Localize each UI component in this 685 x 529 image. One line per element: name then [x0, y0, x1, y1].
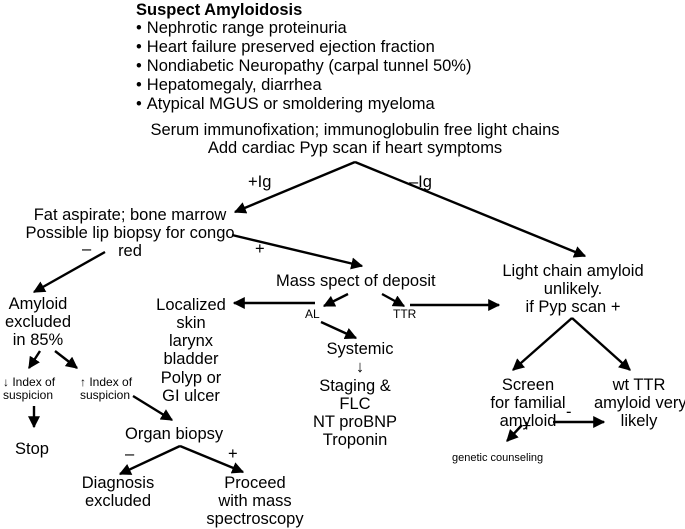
arrow-lightchain-to-screen: [512, 317, 573, 371]
node-index-low: ↓ Index of suspicion: [3, 375, 56, 403]
node-serum: Serum immunofixation; immunoglobulin fre…: [90, 121, 620, 157]
node-mass-spect: Mass spect of deposit: [276, 272, 436, 290]
node-localized: Localized skin larynx bladder Polyp or G…: [146, 296, 236, 405]
arrow-amyloid-to-highindex: [54, 350, 78, 369]
node-fat-aspirate: Fat aspirate; bone marrow Possible lip b…: [10, 206, 250, 260]
arrow-fat-to-mass-spect: [231, 233, 364, 270]
criteria-list: Nephrotic range proteinuria Heart failur…: [136, 19, 472, 114]
arrow-ms-to-al: [322, 292, 349, 308]
criteria-item: Atypical MGUS or smoldering myeloma: [136, 95, 471, 114]
label-ttr: TTR: [393, 307, 417, 321]
arrow-lightchain-to-wttr: [571, 317, 631, 371]
node-screen-line: amyloid: [499, 412, 557, 431]
arrow-serum-to-fat: [233, 160, 356, 214]
arrow-screen-to-genetic: [506, 424, 523, 442]
criteria-item: Hepatomegaly, diarrhea: [136, 76, 471, 95]
node-proceed: Proceed with mass spectroscopy: [195, 474, 315, 528]
label-screen-plus: +: [522, 418, 532, 435]
label-biopsy-plus: +: [228, 445, 238, 463]
node-diagnosis-line: excluded: [84, 492, 152, 511]
node-index-low-line: suspicion: [3, 388, 54, 403]
node-screen: Screen for familial amyloid: [478, 376, 578, 430]
node-screen-line: Screen: [501, 376, 555, 394]
arrow-al-to-systemic: [320, 320, 358, 340]
node-organ-biopsy: Organ biopsy: [125, 425, 224, 443]
node-fat-line: red: [118, 242, 142, 261]
arrow-fat-to-amyloid-excluded: [32, 250, 106, 294]
criteria-item: Heart failure preserved ejection fractio…: [136, 38, 471, 57]
node-serum-line: Add cardiac Pyp scan if heart symptoms: [207, 139, 503, 158]
node-genetic-counseling: genetic counseling: [452, 452, 544, 464]
label-fat-plus: +: [255, 240, 265, 258]
node-proceed-line: spectroscopy: [206, 510, 304, 529]
label-biopsy-minus: –: [125, 445, 135, 463]
criteria-item: Nondiabetic Neuropathy (carpal tunnel 50…: [136, 57, 472, 76]
node-localized-line: larynx: [168, 332, 213, 351]
arrow-highindex-to-organ-biopsy: [132, 394, 174, 422]
node-lightchain-line: if Pyp scan +: [525, 298, 621, 317]
node-staging-line: Staging &: [319, 377, 391, 395]
node-light-chain: Light chain amyloid unlikely. if Pyp sca…: [490, 262, 656, 316]
node-systemic-line: ↓: [355, 358, 365, 377]
node-systemic: Systemic ↓: [315, 340, 405, 376]
arrow-biopsy-to-proceed: [179, 444, 245, 474]
node-amyloid-line: Amyloid: [8, 295, 68, 313]
node-fat-line: Fat aspirate; bone marrow: [33, 206, 227, 224]
node-localized-line: skin: [176, 314, 206, 333]
node-serum-line: Serum immunofixation; immunoglobulin fre…: [150, 121, 560, 139]
node-wttr-line: amyloid very: [594, 394, 685, 413]
node-amyloid-excluded: Amyloid excluded in 85%: [0, 295, 76, 349]
node-lightchain-line: Light chain amyloid: [502, 262, 644, 280]
node-diagnosis-line: Diagnosis: [81, 474, 155, 492]
label-screen-minus: -: [566, 403, 572, 421]
node-localized-line: Polyp or: [160, 368, 222, 387]
label-fat-minus: –: [82, 240, 92, 258]
node-stop: Stop: [15, 440, 49, 458]
arrow-serum-to-lightchain: [354, 160, 587, 258]
label-al: AL: [305, 307, 320, 321]
node-staging-line: FLC: [339, 395, 371, 414]
node-staging-line: NT proBNP: [312, 413, 398, 432]
node-staging-line: Troponin: [322, 431, 388, 450]
node-index-high-line: suspicion: [80, 388, 131, 403]
criteria-item: Nephrotic range proteinuria: [136, 19, 471, 38]
arrow-ms-to-ttr: [381, 292, 406, 308]
node-index-low-line: ↓ Index of: [3, 375, 56, 389]
label-plus-ig: +Ig: [248, 173, 272, 191]
node-index-high-line: ↑ Index of: [80, 375, 133, 389]
node-diagnosis-excluded: Diagnosis excluded: [68, 474, 168, 510]
node-proceed-line: Proceed: [224, 474, 286, 492]
diagram-title: Suspect Amyloidosis: [136, 1, 303, 19]
node-staging: Staging & FLC NT proBNP Troponin: [299, 377, 411, 450]
node-proceed-line: with mass: [218, 492, 292, 511]
node-index-high: ↑ Index of suspicion: [80, 375, 133, 403]
label-minus-ig: –Ig: [409, 173, 432, 191]
node-amyloid-line: in 85%: [12, 331, 64, 350]
node-fat-line: Possible lip biopsy for congo: [25, 224, 235, 243]
node-amyloid-line: excluded: [4, 313, 72, 332]
arrow-biopsy-to-diagnosis-excluded: [118, 444, 181, 476]
node-lightchain-line: unlikely.: [543, 280, 603, 299]
node-wttr-line: likely: [620, 412, 658, 431]
node-wt-ttr: wt TTR amyloid very likely: [594, 376, 685, 431]
node-localized-line: Localized: [156, 296, 226, 314]
arrow-amyloid-to-lowindex: [27, 350, 42, 370]
node-localized-line: bladder: [163, 350, 219, 369]
node-localized-line: GI ulcer: [162, 386, 220, 405]
node-systemic-line: Systemic: [326, 340, 394, 358]
node-screen-line: for familial: [490, 394, 566, 413]
node-wttr-line: wt TTR: [612, 376, 666, 394]
